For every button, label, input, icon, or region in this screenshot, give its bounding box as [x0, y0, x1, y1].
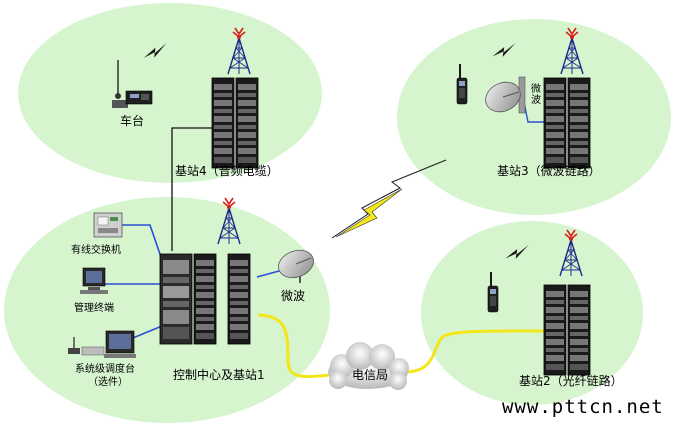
control-center-cabinet: [159, 253, 193, 345]
label-management-terminal: 管理终端: [74, 303, 114, 314]
rack-bs2-a: [543, 284, 567, 376]
rack-bs1-b: [227, 253, 251, 345]
microwave-dish-icon-bs3: [485, 76, 526, 114]
cell-bs3: [397, 19, 671, 215]
label-control-center: 控制中心及基站1: [173, 368, 265, 382]
rack-bs3-a: [543, 77, 567, 169]
rack-bs2-b: [567, 284, 591, 376]
telecom-cloud-icon: [328, 342, 409, 390]
label-telecom: 电信局: [352, 368, 389, 382]
link-bs3-microwave: [523, 101, 544, 123]
rack-bs4-a: [211, 77, 235, 169]
label-microwave-bs1: 微波: [281, 289, 306, 303]
label-wired-switch: 有线交换机: [71, 245, 121, 256]
label-microwave-bs3: 微波: [531, 84, 541, 106]
rack-bs4-b: [235, 77, 259, 169]
label-base-station-3: 基站3（微波链路）: [497, 164, 601, 178]
label-base-station-2: 基站2（光纤链路）: [519, 374, 623, 388]
microwave-link-bolt: [335, 188, 403, 238]
wired-switch-icon: [93, 212, 123, 238]
dispatch-console-icon: [68, 330, 136, 358]
rack-bs1-a: [193, 253, 217, 345]
label-dispatch-console: 系统级调度台: [75, 364, 135, 375]
link-switch-bs1: [122, 224, 163, 261]
label-dispatch-console-option: （选件）: [88, 377, 128, 388]
cell-bs4: [18, 3, 322, 183]
microwave-link-icon: [331, 159, 447, 239]
label-vehicle-radio: 车台: [120, 114, 145, 128]
link-bs4-audio-cable: [171, 127, 212, 251]
vehicle-radio-icon: [112, 60, 153, 108]
label-base-station-4: 基站4（音频电缆）: [175, 164, 279, 178]
link-telecom-bs2-fiber: [404, 329, 545, 374]
management-terminal-icon: [80, 267, 108, 294]
microwave-dish-icon-bs1: [278, 249, 314, 283]
rack-bs3-b: [567, 77, 591, 169]
link-bs1-telecom-fiber: [257, 313, 331, 378]
watermark-url: www.pttcn.net: [502, 396, 664, 418]
